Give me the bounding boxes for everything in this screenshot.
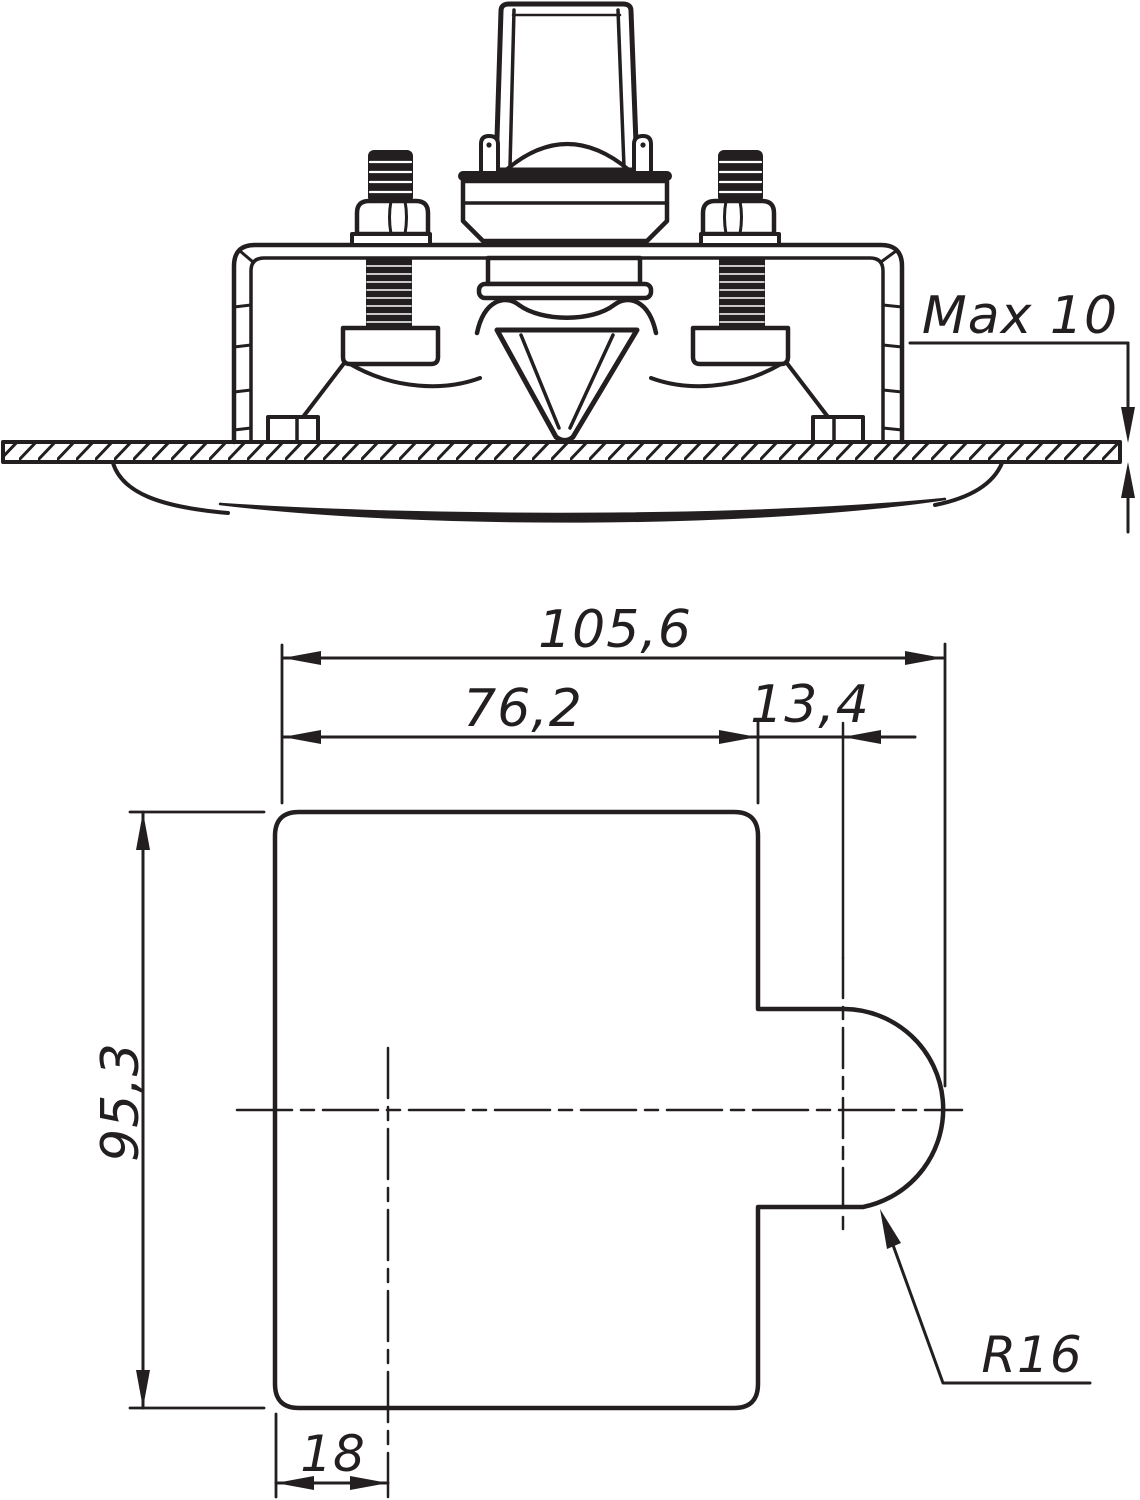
cutout-view: 105,6 76,2 13,4 95,3 18 <box>91 600 1092 1499</box>
dim-edge-to-centerline: 18 <box>274 1425 390 1490</box>
cutout-outline <box>272 809 946 1411</box>
panel-thickness-dimension: Max 10 <box>908 286 1135 534</box>
centerlines <box>235 721 964 1499</box>
collar <box>458 171 672 244</box>
dim-cutout-height: 95,3 <box>91 810 151 1410</box>
center-latch-assembly <box>458 1 672 443</box>
dim-label-95-3: 95,3 <box>91 1042 151 1162</box>
stud-assembly-left <box>268 150 480 442</box>
dim-label-max10: Max 10 <box>922 286 1118 346</box>
extension-lines <box>128 642 947 1499</box>
bend-marks <box>232 249 904 432</box>
flange <box>476 281 654 301</box>
dim-overall-width: 105,6 <box>281 600 945 665</box>
arrow-up <box>1121 462 1135 498</box>
neck <box>485 255 643 287</box>
dim-bump-radius: R16 <box>880 1209 1092 1385</box>
dim-label-76-2: 76,2 <box>463 679 583 739</box>
dim-label-r16: R16 <box>981 1326 1082 1384</box>
pivot-ears <box>479 134 653 181</box>
mounting-panel <box>1 440 1122 464</box>
side-view: Max 10 <box>1 1 1135 534</box>
dim-cutout-width: 76,2 <box>281 679 759 744</box>
wing-knob <box>493 1 640 173</box>
dim-bump-offset: 13,4 <box>750 675 917 744</box>
dim-label-18: 18 <box>300 1425 366 1483</box>
arrow-down <box>1121 407 1135 443</box>
cone <box>494 327 640 443</box>
dim-label-105-6: 105,6 <box>538 600 692 660</box>
stud-assembly-right <box>651 150 863 442</box>
dim-label-13-4: 13,4 <box>750 675 870 735</box>
retaining-dish <box>111 461 1004 523</box>
cam-wings <box>474 297 659 336</box>
